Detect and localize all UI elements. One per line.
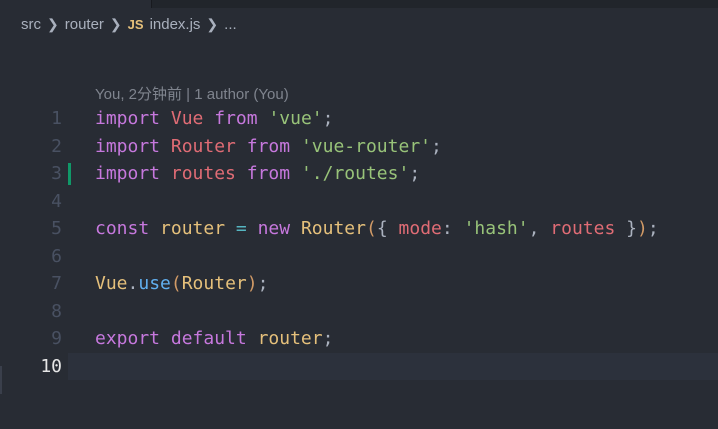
code-line[interactable]: 9 export default router; xyxy=(0,325,718,353)
line-number: 8 xyxy=(51,300,62,322)
code-token: 'vue-router' xyxy=(300,135,431,157)
code-token xyxy=(290,163,301,184)
code-token: new xyxy=(257,218,291,239)
code-token: import xyxy=(95,163,161,184)
code-token: ( xyxy=(365,218,377,239)
code-token: Vue xyxy=(170,108,204,129)
code-token: { xyxy=(376,218,399,239)
code-token xyxy=(160,136,171,157)
code-line[interactable]: 6 xyxy=(0,243,718,271)
breadcrumb-src[interactable]: src xyxy=(21,15,41,33)
git-modified-indicator[interactable] xyxy=(68,163,71,185)
chevron-right-icon: ❯ xyxy=(109,15,122,32)
code-token: Router xyxy=(181,273,247,294)
chevron-right-icon: ❯ xyxy=(206,15,219,32)
code-token: from xyxy=(246,135,291,157)
chevron-right-icon: ❯ xyxy=(47,15,59,32)
code-line[interactable]: 10 xyxy=(0,352,718,380)
breadcrumb-router[interactable]: router xyxy=(64,15,104,33)
code-token: ; xyxy=(322,108,334,129)
code-token: router xyxy=(257,328,323,349)
code-token: ) xyxy=(637,218,648,239)
line-number: 6 xyxy=(51,245,62,267)
code-token: routes xyxy=(550,218,616,239)
line-number: 10 xyxy=(40,355,62,377)
code-line[interactable]: 5 const router = new Router({ mode: 'hash… xyxy=(0,215,718,243)
code-token: ; xyxy=(322,328,334,349)
code-token: router xyxy=(160,218,226,239)
code-token: Vue xyxy=(95,273,128,294)
code-token xyxy=(290,218,301,239)
code-line[interactable]: 1 import Vue from 'vue'; xyxy=(0,105,718,133)
breadcrumb: src ❯ router ❯ JS index.js ❯ ... xyxy=(21,12,237,36)
code-token xyxy=(225,218,236,239)
code-token xyxy=(247,328,258,349)
line-text: import Vue from 'vue'; xyxy=(95,105,333,133)
code-token: ; xyxy=(409,163,421,184)
code-token: : xyxy=(441,218,464,239)
code-token: . xyxy=(127,273,139,294)
code-line[interactable]: 7 Vue.use(Router); xyxy=(0,270,718,298)
code-token: 'hash' xyxy=(463,218,529,239)
line-number: 5 xyxy=(51,218,62,239)
code-editor[interactable]: 1 import Vue from 'vue'; 2 import Router fr… xyxy=(0,105,718,380)
code-token: from xyxy=(214,108,258,129)
line-number: 4 xyxy=(51,190,62,212)
code-token: Router xyxy=(300,218,366,239)
line-number: 9 xyxy=(51,328,62,349)
js-file-icon: JS xyxy=(127,16,144,32)
breadcrumb-symbols[interactable]: ... xyxy=(224,15,237,33)
line-text: import routes from './routes'; xyxy=(95,160,420,188)
code-token xyxy=(160,163,171,184)
git-blame-codelens[interactable]: You, 2分钟前 | 1 author (You) xyxy=(95,86,289,103)
scroll-edge xyxy=(0,366,2,394)
code-token: } xyxy=(615,218,637,239)
code-token xyxy=(236,136,247,157)
code-token: default xyxy=(170,328,247,349)
code-token: 'vue' xyxy=(268,108,323,129)
code-token: export xyxy=(95,328,161,349)
code-token: const xyxy=(95,218,150,239)
code-token: ) xyxy=(246,273,258,294)
line-number: 7 xyxy=(51,273,62,294)
line-text: export default router; xyxy=(95,325,333,353)
current-line-highlight xyxy=(68,352,718,380)
code-token: ; xyxy=(647,218,659,239)
code-line[interactable]: 8 xyxy=(0,298,718,326)
active-tab[interactable] xyxy=(0,0,152,8)
line-text: import Router from 'vue-router'; xyxy=(95,133,442,161)
line-number: 1 xyxy=(51,108,62,129)
code-token: import xyxy=(95,135,161,157)
code-token xyxy=(290,136,301,157)
code-token: ; xyxy=(257,273,269,294)
code-token: , xyxy=(528,218,551,239)
code-token: Router xyxy=(170,135,236,157)
code-token: routes xyxy=(170,163,236,184)
line-text: const router = new Router({ mode: 'hash'… xyxy=(95,215,659,243)
code-line[interactable]: 4 xyxy=(0,188,718,216)
code-line[interactable]: 2 import Router from 'vue-router'; xyxy=(0,133,718,161)
code-token: use xyxy=(138,273,171,294)
code-token xyxy=(247,218,258,239)
code-token xyxy=(149,218,160,239)
code-token xyxy=(236,163,247,184)
code-line[interactable]: 3 import routes from './routes'; xyxy=(0,160,718,188)
code-token xyxy=(258,108,269,129)
code-token: mode xyxy=(398,218,442,239)
code-token: ; xyxy=(431,135,442,157)
code-token: import xyxy=(95,108,161,129)
line-number: 2 xyxy=(51,135,62,157)
code-token: ( xyxy=(170,273,182,294)
code-token: from xyxy=(246,163,291,184)
code-token xyxy=(160,328,171,349)
line-text: Vue.use(Router); xyxy=(95,270,268,298)
code-token xyxy=(160,108,171,129)
tab-bar xyxy=(0,0,718,8)
code-token: './routes' xyxy=(300,163,410,184)
breadcrumb-file[interactable]: index.js xyxy=(149,15,201,33)
code-token xyxy=(203,108,214,129)
line-number: 3 xyxy=(51,163,62,184)
code-token: = xyxy=(235,218,247,239)
